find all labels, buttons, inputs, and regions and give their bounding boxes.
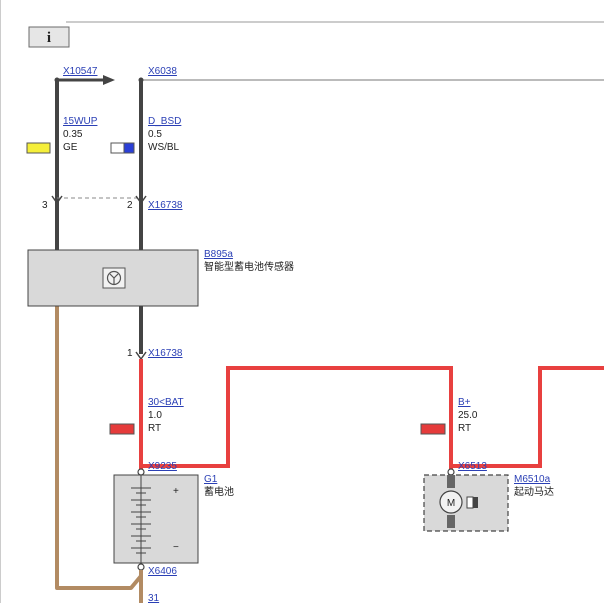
wire-d-bsd-color: WS/BL	[148, 142, 180, 153]
wire-b-plus-name-link[interactable]: B+	[458, 397, 471, 408]
info-button[interactable]: i	[28, 26, 70, 48]
wire-color-swatch-yellow	[26, 142, 51, 154]
motor-icon: M	[439, 475, 478, 528]
battery-g1-desc: 蓄电池	[204, 485, 234, 498]
wire-30-bat-color: RT	[148, 423, 161, 434]
wire-color-swatch-red	[109, 423, 135, 435]
battery-plus-sign: +	[173, 486, 179, 497]
battery-minus-sign: −	[173, 542, 179, 553]
connector-x16738-top-link[interactable]: X16738	[148, 200, 183, 211]
pin-2-label: 2	[127, 200, 133, 211]
pin-fork-icon	[135, 195, 147, 205]
wire-color-swatch-white-blue	[110, 142, 135, 154]
arrow-right-icon	[103, 75, 115, 85]
wire-brown-ground	[55, 306, 143, 590]
starter-m6510a-box[interactable]: M	[423, 474, 509, 532]
connector-x6038-link[interactable]: X6038	[148, 66, 177, 77]
battery-cells-icon	[131, 487, 151, 554]
wire-b-plus-color: RT	[458, 423, 471, 434]
wire-31-name-link[interactable]: 31	[148, 593, 160, 603]
terminal-dot	[137, 563, 145, 571]
pin-1-label: 1	[127, 348, 133, 359]
wire-30-bat-gauge: 1.0	[148, 410, 162, 421]
connector-x16738-mid-link[interactable]: X16738	[148, 348, 183, 359]
starter-m6510a-id-link[interactable]: M6510a	[514, 474, 551, 485]
wire-15wup-gauge: 0.35	[63, 129, 83, 140]
sensor-icon	[102, 267, 126, 289]
wire-d-bsd-gauge: 0.5	[148, 129, 162, 140]
terminal-dot	[447, 468, 455, 476]
battery-g1-id-link[interactable]: G1	[204, 474, 218, 485]
connector-x6513-link[interactable]: X6513	[458, 461, 487, 472]
info-icon: i	[47, 30, 51, 46]
battery-g1-box[interactable]: + −	[113, 474, 199, 564]
wire-color-swatch-red	[420, 423, 446, 435]
connector-x6406-link[interactable]: X6406	[148, 566, 177, 577]
sensor-b895a-desc: 智能型蓄电池传感器	[204, 260, 294, 273]
sensor-b895a-box[interactable]	[27, 249, 199, 307]
pin-3-label: 3	[42, 200, 48, 211]
wire-15wup-name-link[interactable]: 15WUP	[63, 116, 98, 127]
wire-red-continue	[451, 366, 604, 468]
wire-30-bat-name-link[interactable]: 30<BAT	[148, 397, 184, 408]
connector-x10547-link[interactable]: X10547	[63, 66, 98, 77]
wire-b-plus-gauge: 25.0	[458, 410, 478, 421]
terminal-dot	[137, 468, 145, 476]
wire-red-link	[141, 366, 453, 470]
wire-d-bsd-name-link[interactable]: D_BSD	[148, 116, 181, 127]
sensor-b895a-id-link[interactable]: B895a	[204, 249, 233, 260]
wire-15wup-color: GE	[63, 142, 78, 153]
pin-fork-icon	[51, 195, 63, 205]
connector-x9235-link[interactable]: X9235	[148, 461, 177, 472]
motor-symbol: M	[447, 498, 455, 509]
starter-m6510a-desc: 起动马达	[514, 486, 554, 498]
